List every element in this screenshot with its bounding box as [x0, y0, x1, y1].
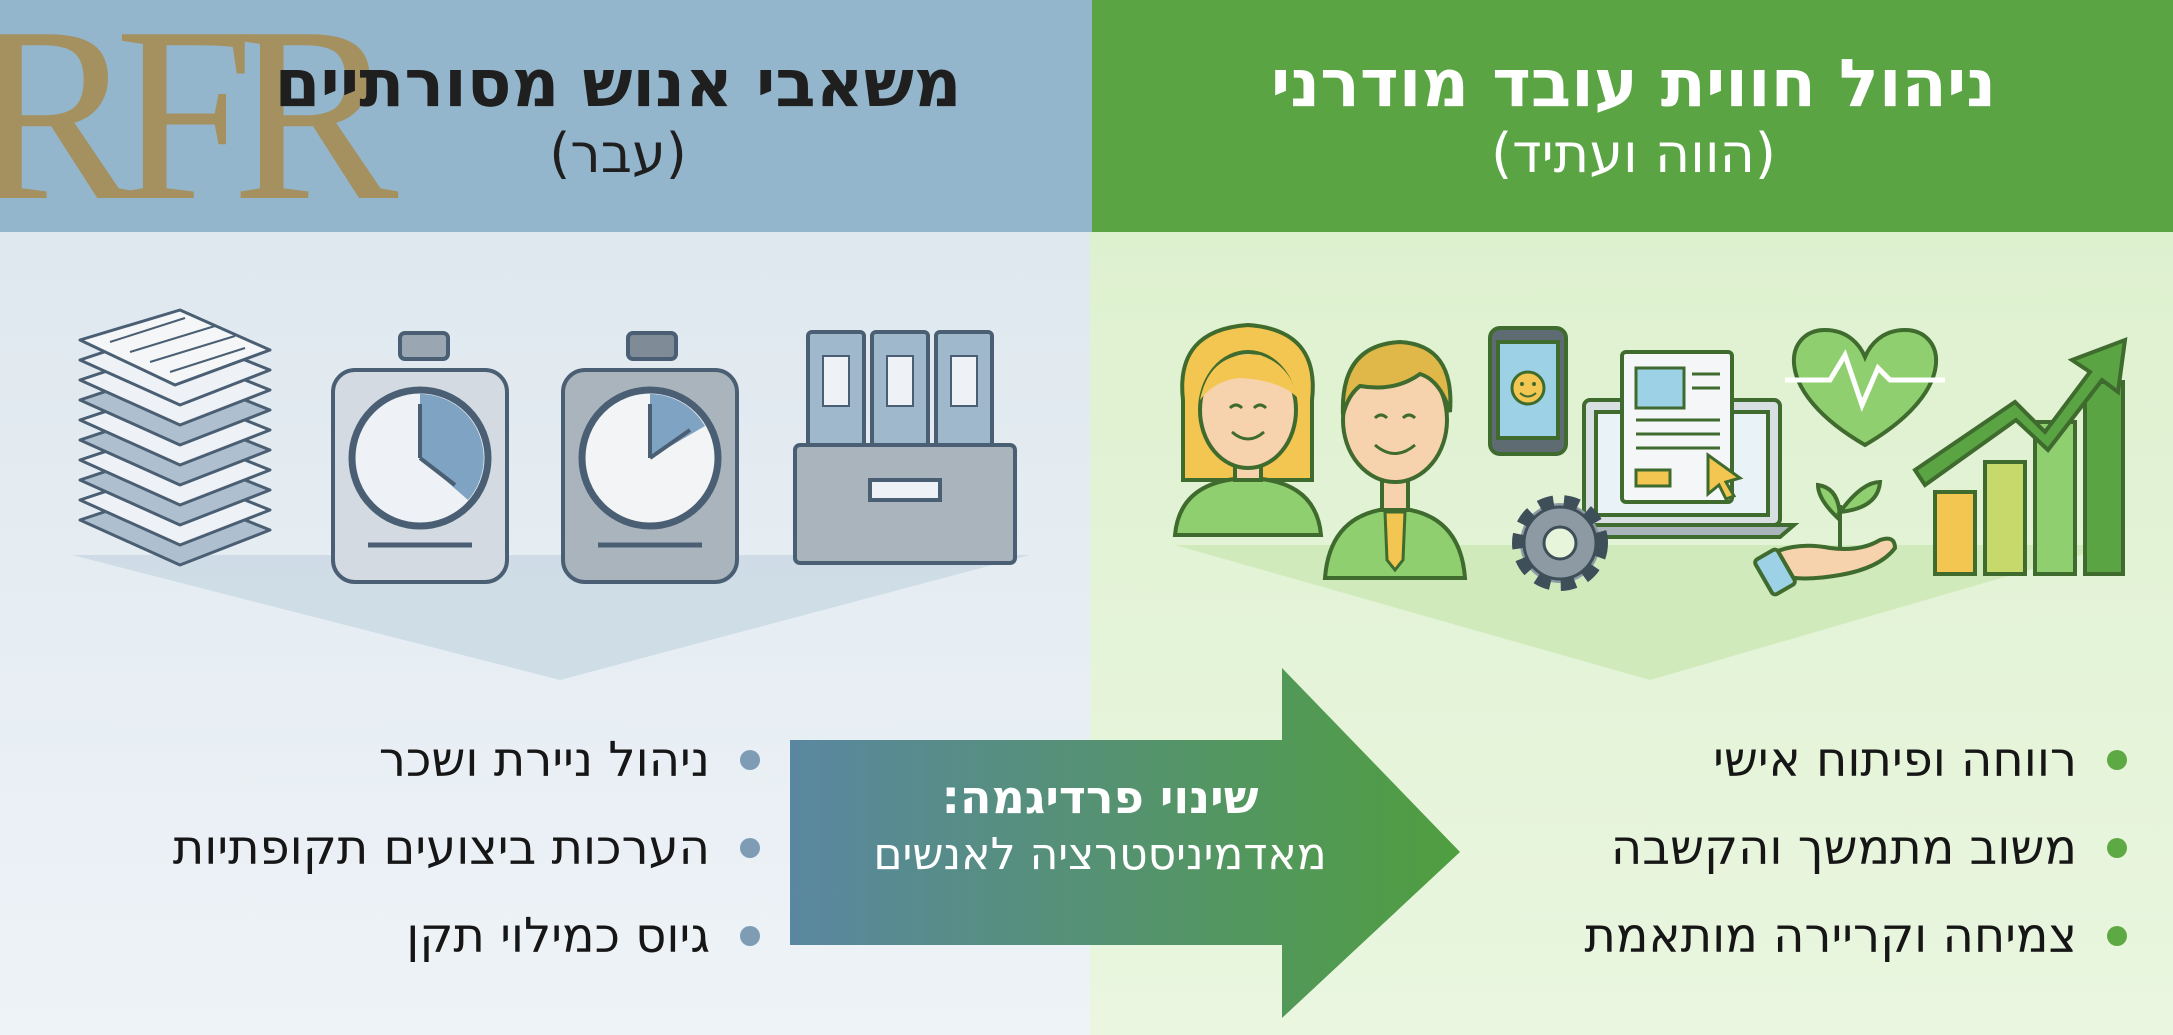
heart-pulse-icon	[1785, 327, 1945, 448]
arrow-title: שינוי פרדיגמה:	[941, 770, 1259, 824]
bullet-dot	[740, 926, 760, 946]
list-item: הערכות ביצועים תקופתיות	[173, 804, 760, 892]
right-panel-header	[1092, 0, 2173, 232]
woman-avatar-icon	[1172, 322, 1324, 537]
list-item-label: צמיחה וקריירה מותאמת	[1584, 908, 2077, 964]
gear-icon	[1512, 495, 1608, 591]
left-panel-header	[0, 0, 1092, 232]
list-item: צמיחה וקריירה מותאמת	[1584, 892, 2127, 980]
bullet-dot	[2107, 838, 2127, 858]
bullet-dot	[2107, 750, 2127, 770]
left-panel-list: ניהול ניירת ושכר הערכות ביצועים תקופתיות…	[173, 716, 760, 980]
list-item-label: גיוס כמילוי תקן	[406, 908, 710, 964]
bullet-dot	[740, 838, 760, 858]
bullet-dot	[740, 750, 760, 770]
bullet-dot	[2107, 926, 2127, 946]
growth-chart-icon	[1912, 336, 2128, 576]
man-avatar-icon	[1322, 339, 1468, 580]
left-panel-subtitle: (עבר)	[549, 121, 687, 185]
list-item-label: ניהול ניירת ושכר	[378, 732, 710, 788]
left-panel-heading: משאבי אנוש מסורתיים (עבר)	[0, 0, 1086, 232]
paper-stack-icon	[78, 308, 272, 567]
right-panel-subtitle: (הווה ועתיד)	[1491, 121, 1776, 185]
list-item: משוב מתמשך והקשבה	[1584, 804, 2127, 892]
right-panel-title: ניהול חווית עובד מודרני	[1270, 44, 1997, 122]
list-item: ניהול ניירת ושכר	[173, 716, 760, 804]
paradigm-shift-arrow	[790, 668, 1460, 1018]
smartphone-icon	[1488, 326, 1568, 456]
rfr-logo: RFR	[0, 0, 399, 253]
file-cabinet-icon	[793, 330, 1017, 565]
stopwatch-icon	[331, 331, 509, 584]
arrow-subtitle: מאדמיניסטרציה לאנשים	[873, 829, 1327, 880]
list-item-label: משוב מתמשך והקשבה	[1610, 820, 2077, 876]
right-panel-list: רווחה ופיתוח אישי משוב מתמשך והקשבה צמיח…	[1584, 716, 2127, 980]
list-item-label: הערכות ביצועים תקופתיות	[172, 820, 710, 876]
laptop-document-icon	[1564, 350, 1800, 539]
list-item: רווחה ופיתוח אישי	[1584, 716, 2127, 804]
paradigm-shift-label: שינוי פרדיגמה: מאדמיניסטרציה לאנשים	[790, 768, 1410, 884]
left-panel-title: משאבי אנוש מסורתיים	[274, 44, 962, 122]
right-panel-heading: ניהול חווית עובד מודרני (הווה ועתיד)	[1094, 0, 2173, 232]
list-item: גיוס כמילוי תקן	[173, 892, 760, 980]
stopwatch-icon	[561, 331, 739, 584]
left-funnel	[72, 555, 1030, 680]
plant-hand-icon	[1753, 479, 1898, 597]
list-item-label: רווחה ופיתוח אישי	[1713, 732, 2077, 788]
